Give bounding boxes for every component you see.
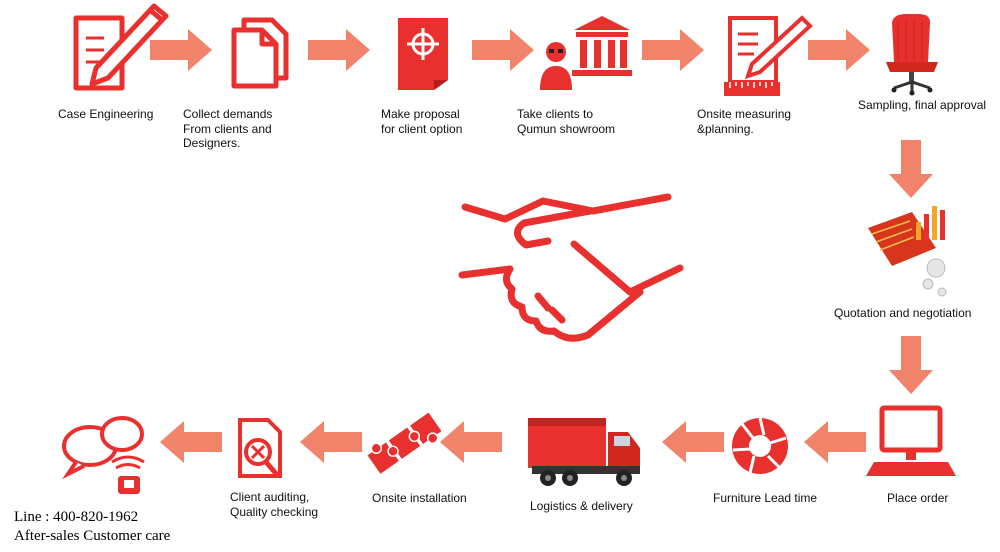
step-label-auditing: Client auditing, Quality checking [230, 490, 318, 519]
step-label-line: From clients and [183, 121, 272, 136]
step-label-collect-demands: Collect demands From clients and Designe… [183, 107, 272, 151]
step-label-line: Designers. [183, 136, 241, 150]
step-label-sampling: Sampling, final approval [858, 98, 986, 113]
step-label-line: Onsite measuring [697, 107, 792, 121]
documents-icon [231, 17, 289, 89]
office-chair-icon [886, 14, 938, 96]
arrow-down-1 [889, 140, 933, 198]
step-label-line: Sampling, final approval [858, 98, 987, 112]
handshake-icon [458, 193, 684, 342]
step-label-line: Quality checking [230, 504, 319, 519]
step-label-take-clients: Take clients to Qumun showroom [517, 107, 615, 136]
document-pen-icon [73, 3, 169, 91]
arrow-left-1 [804, 421, 866, 463]
delivery-truck-icon [528, 418, 640, 486]
step-label-make-proposal: Make proposal for client option [381, 107, 462, 136]
arrow-left-5 [160, 421, 222, 463]
step-label-place-order: Place order [887, 491, 948, 506]
showroom-icon [540, 16, 632, 90]
computer-monitor-icon [866, 405, 956, 476]
puzzle-icon [365, 410, 444, 476]
step-label-line: Onsite installation [372, 491, 467, 505]
after-sales-text: After-sales Customer care [14, 528, 171, 544]
step-label-onsite-measuring: Onsite measuring &planning. [697, 107, 791, 136]
step-label-line: Furniture Lead time [713, 491, 818, 505]
arrow-right-5 [808, 29, 870, 71]
step-label-line: Case Engineering [58, 107, 154, 121]
step-label-case-engineering: Case Engineering [58, 107, 153, 122]
arrow-left-2 [662, 421, 724, 463]
step-label-line: &planning. [697, 121, 754, 136]
step-label-line: Logistics & delivery [530, 499, 633, 513]
arrow-left-3 [440, 421, 502, 463]
arrow-left-4 [300, 421, 362, 463]
step-label-quotation: Quotation and negotiation [834, 306, 971, 321]
target-document-icon [398, 18, 448, 90]
hotline-text: Line : 400-820-1962 [14, 509, 139, 525]
quotation-chart-icon [868, 206, 947, 297]
arrow-right-3 [472, 29, 534, 71]
step-label-line: Client auditing, [230, 490, 310, 504]
flow-arrows [150, 29, 933, 463]
measuring-document-icon [724, 15, 813, 96]
step-label-line: Place order [887, 491, 949, 505]
step-label-logistics: Logistics & delivery [530, 499, 633, 514]
step-label-line: Make proposal [381, 107, 460, 121]
document-search-icon [238, 418, 282, 478]
step-label-lead-time: Furniture Lead time [713, 491, 817, 506]
step-label-line: Quotation and negotiation [834, 306, 972, 320]
arrow-right-2 [308, 29, 370, 71]
step-label-line: Collect demands [183, 107, 273, 121]
step-label-line: Qumun showroom [517, 121, 616, 136]
arrow-down-2 [889, 336, 933, 394]
shutter-icon [732, 417, 788, 474]
arrow-right-1 [150, 29, 212, 71]
arrow-right-4 [642, 29, 704, 71]
step-label-line: Take clients to [517, 107, 594, 121]
chat-phone-icon [62, 416, 145, 494]
step-label-installation: Onsite installation [372, 491, 467, 506]
step-label-line: for client option [381, 121, 463, 136]
